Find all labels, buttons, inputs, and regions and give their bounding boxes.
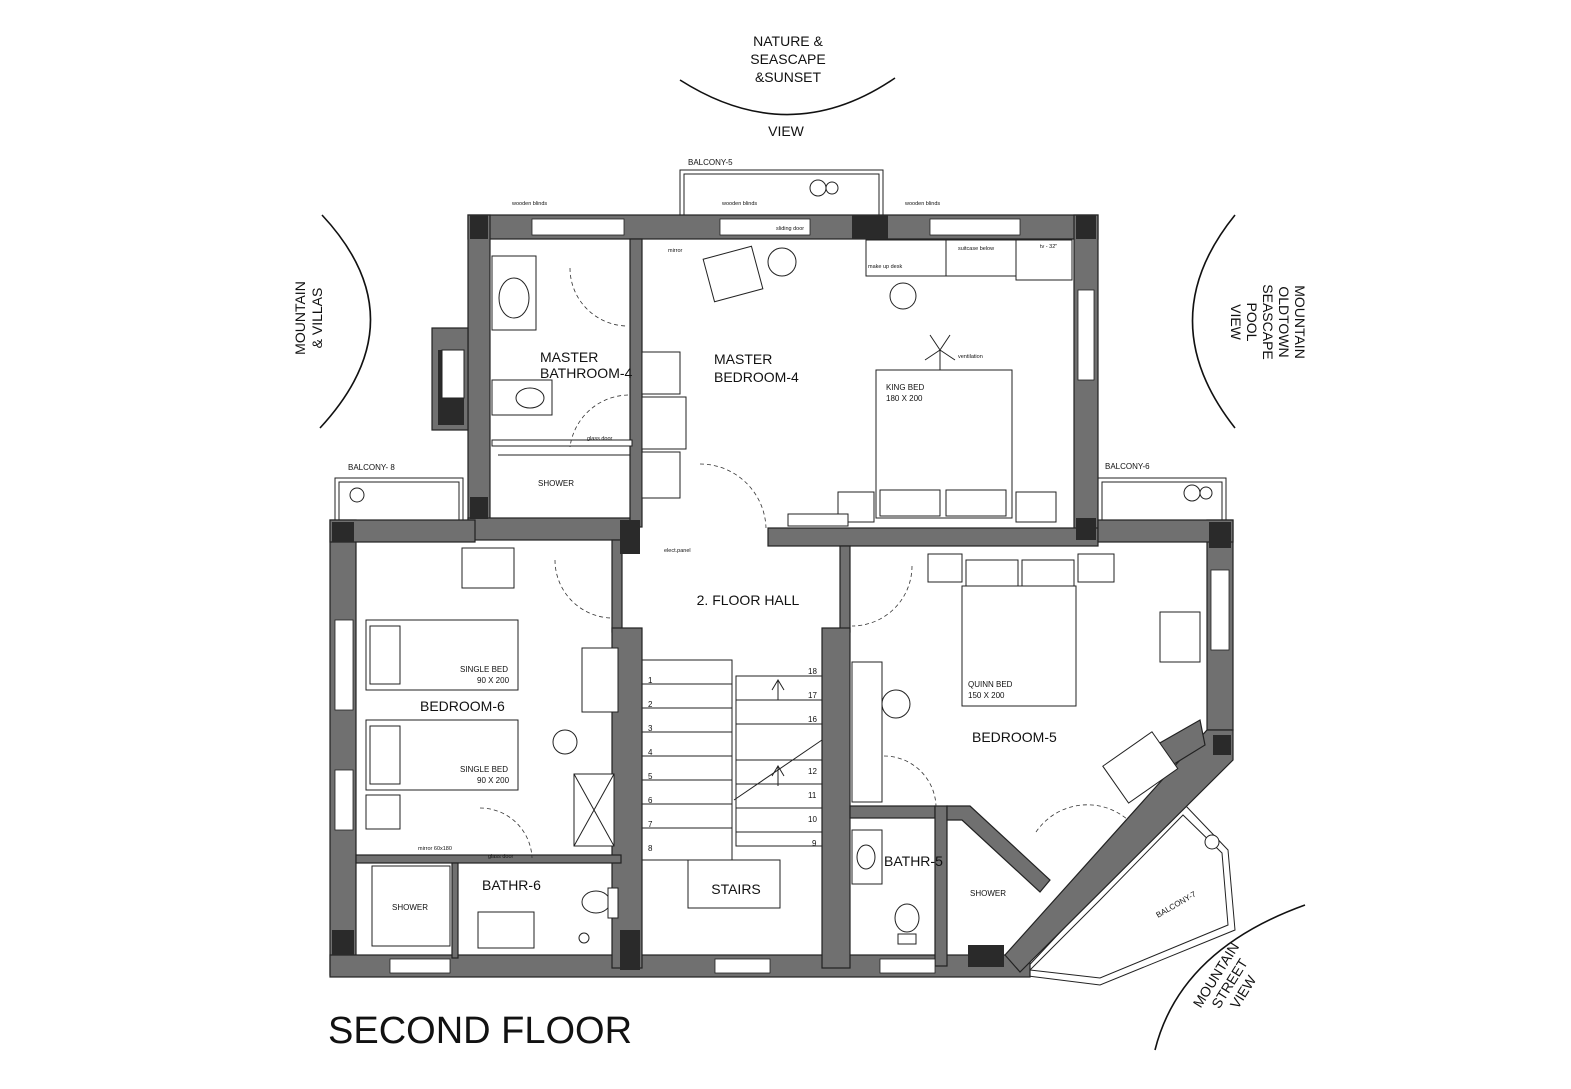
hall-door-arc-left: [554, 559, 613, 619]
stairs: [641, 659, 823, 909]
master-bathroom-label-1: MASTER: [540, 349, 598, 365]
walls: [329, 214, 1234, 978]
view-arc-right: [1191, 214, 1236, 429]
stair-step-9: 9: [812, 839, 817, 848]
king-bed-label-2: 180 X 200: [886, 394, 923, 403]
view-right-line-1: MOUNTAIN: [1292, 285, 1308, 359]
bedroom-6-furniture: [365, 547, 619, 847]
stair-step-8: 8: [648, 844, 653, 853]
bedroom-5-label: BEDROOM-5: [972, 729, 1057, 745]
king-bed-label-1: KING BED: [886, 383, 924, 392]
single-bed-1-label-2: 90 X 200: [477, 676, 510, 685]
balcony-5: [679, 169, 884, 219]
master-bathroom-fixtures: [441, 255, 633, 456]
master-bedroom-furniture: [641, 239, 1073, 527]
view-right-line-4: POOL: [1244, 303, 1260, 342]
view-top-line-3: &SUNSET: [755, 69, 822, 85]
bathr-5-fixtures: [851, 829, 920, 945]
quinn-bed-label-1: QUINN BED: [968, 680, 1013, 689]
elect-panel-label: elect.panel: [664, 548, 691, 554]
view-right-line-5: VIEW: [1228, 304, 1244, 341]
stair-step-11: 11: [808, 791, 817, 800]
master-bath-door-arc-2: [569, 267, 629, 327]
bedroom-5-furniture: [851, 553, 1201, 804]
ventilation-label: ventilation: [958, 354, 983, 360]
stair-step-18: 18: [808, 667, 817, 676]
bedroom-5-door-arc: [883, 755, 937, 807]
suitcase-below-label: suitcase below: [958, 246, 994, 252]
shower-6-label: SHOWER: [392, 903, 428, 912]
glass-door-master-label: glass door: [587, 436, 613, 442]
hall-door-arc-right: [851, 565, 913, 627]
stair-step-10: 10: [808, 815, 817, 824]
balcony-6-label: BALCONY-6: [1105, 462, 1150, 471]
balcony-7-label: BALCONY-7: [1155, 889, 1199, 919]
view-arc-top: [679, 77, 896, 116]
single-bed-2-label-2: 90 X 200: [477, 776, 510, 785]
mirror-master-label: mirror: [668, 248, 683, 254]
floor-title: SECOND FLOOR: [328, 1010, 632, 1052]
stair-step-16: 16: [808, 715, 817, 724]
single-bed-2-label-1: SINGLE BED: [460, 765, 508, 774]
stair-step-4: 4: [648, 748, 653, 757]
balcony-6: [1097, 477, 1227, 523]
bedroom-6-door-arc: [479, 807, 533, 859]
hall-label: 2. FLOOR HALL: [697, 592, 800, 608]
master-bedroom-label-2: BEDROOM-4: [714, 369, 799, 385]
balcony-8-label: BALCONY- 8: [348, 463, 395, 472]
stair-step-2: 2: [648, 700, 653, 709]
wooden-blinds-1-label: wooden blinds: [511, 201, 547, 207]
bathr-6-fixtures: [371, 865, 619, 949]
stair-step-7: 7: [648, 820, 653, 829]
wooden-blinds-3-label: wooden blinds: [904, 201, 940, 207]
view-left-line-2: & VILLAS: [309, 288, 325, 349]
view-right-line-2: OLDTOWN: [1276, 286, 1292, 357]
master-bedroom-door-arc: [699, 463, 767, 529]
bedroom-5-balcony-door-arc: [1035, 804, 1129, 833]
view-arc-left: [319, 214, 372, 429]
master-bathroom-label-2: BATHROOM-4: [540, 365, 633, 381]
view-top-line-2: SEASCAPE: [750, 51, 825, 67]
stair-step-5: 5: [648, 772, 653, 781]
single-bed-1-label-1: SINGLE BED: [460, 665, 508, 674]
master-bath-door-arc: [569, 394, 629, 448]
stair-step-1: 1: [648, 676, 653, 685]
stair-step-17: 17: [808, 691, 817, 700]
shower-master-label: SHOWER: [538, 479, 574, 488]
mirror-6-label: mirror 60x180: [418, 846, 452, 852]
stairs-label: STAIRS: [711, 881, 761, 897]
view-arc-bottom-right: [1154, 904, 1306, 1051]
view-right-line-3: SEASCAPE: [1260, 284, 1276, 359]
view-top-line-1: NATURE &: [753, 33, 823, 49]
balcony-8: [334, 477, 464, 523]
bathr-6-label: BATHR-6: [482, 877, 541, 893]
bathr-5-label: BATHR-5: [884, 853, 943, 869]
stair-step-3: 3: [648, 724, 653, 733]
make-up-desk-label: make up desk: [868, 264, 902, 270]
view-top-caption: VIEW: [768, 123, 805, 139]
bedroom-6-label: BEDROOM-6: [420, 698, 505, 714]
tv-label: tv - 32": [1040, 244, 1057, 250]
balcony-5-label: BALCONY-5: [688, 158, 733, 167]
view-left-line-1: MOUNTAIN: [292, 281, 308, 355]
glass-door-6-label: glass door: [488, 854, 514, 860]
sliding-door-label: sliding door: [776, 226, 804, 232]
quinn-bed-label-2: 150 X 200: [968, 691, 1005, 700]
stair-step-6: 6: [648, 796, 653, 805]
master-bedroom-label-1: MASTER: [714, 351, 772, 367]
shower-5-label: SHOWER: [970, 889, 1006, 898]
stair-step-12: 12: [808, 767, 817, 776]
wooden-blinds-2-label: wooden blinds: [721, 201, 757, 207]
